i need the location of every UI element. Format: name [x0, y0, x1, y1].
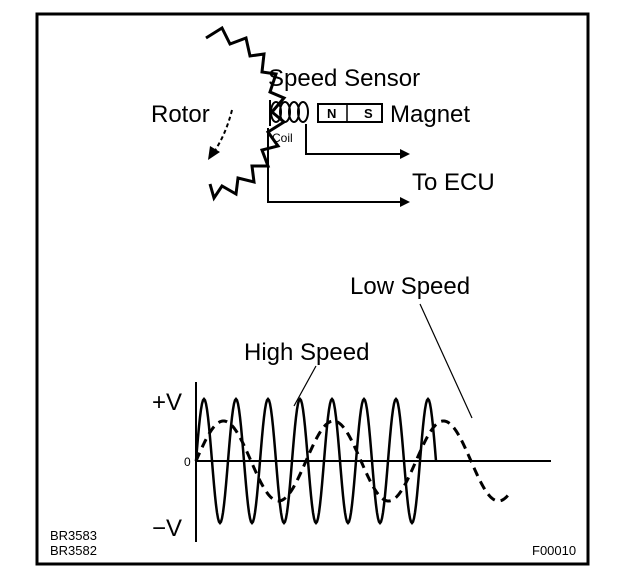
minus-v-label: −V	[152, 515, 182, 542]
low-speed-waveform	[194, 419, 512, 503]
high-speed-leader	[293, 365, 317, 407]
magnet-box	[317, 103, 383, 123]
figure-frame	[35, 12, 590, 566]
magnet-s-label: S	[364, 106, 373, 121]
rotation-arrow	[213, 109, 233, 153]
figure-code: F00010	[532, 543, 576, 558]
low-speed-label: Low Speed	[350, 273, 470, 300]
magnet-n-label: N	[327, 106, 336, 121]
low-speed-leader	[419, 303, 473, 419]
rotor-label: Rotor	[151, 101, 210, 128]
magnet-label: Magnet	[390, 101, 470, 128]
high-speed-label: High Speed	[244, 339, 369, 366]
high-speed-waveform	[194, 397, 438, 525]
zero-label: 0	[184, 455, 191, 469]
ecu-wire-upper	[305, 124, 402, 155]
ref-code-2: BR3582	[50, 543, 97, 558]
coil-label: Coil	[272, 131, 293, 145]
ecu-wire-lower-arrow	[400, 197, 410, 207]
ecu-wire-lower	[267, 128, 402, 203]
to-ecu-label: To ECU	[412, 169, 495, 196]
rotor-teeth	[205, 25, 287, 202]
coil-winding	[270, 101, 309, 123]
plus-v-label: +V	[152, 389, 182, 416]
ecu-wire-upper-arrow	[400, 149, 410, 159]
speed-sensor-label: Speed Sensor	[268, 65, 420, 92]
ref-code-1: BR3583	[50, 528, 97, 543]
rotation-arrow-head	[208, 146, 220, 160]
